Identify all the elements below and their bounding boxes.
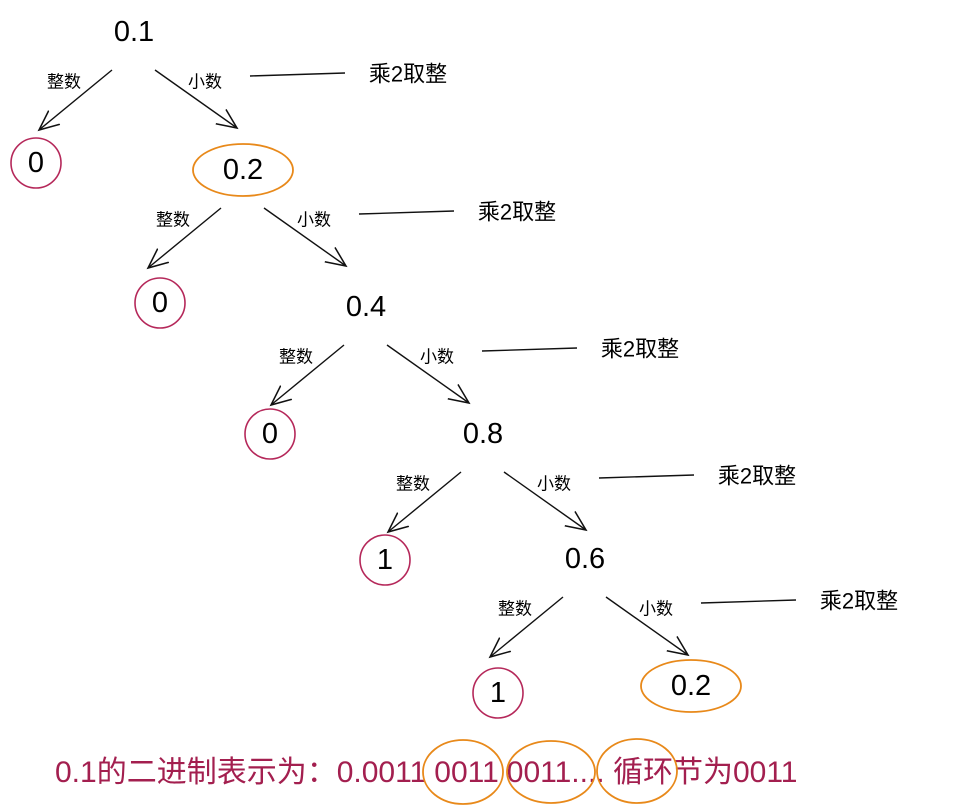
fraction-arrow (386, 344, 469, 403)
rule-label: 乘2取整 (718, 464, 796, 489)
root-node: 0.1 (114, 16, 154, 48)
integer-result: 0 (262, 418, 278, 450)
repeat-group: 0011 (362, 756, 427, 789)
integer-arrow (39, 69, 113, 130)
rule-label: 乘2取整 (820, 589, 898, 614)
integer-arrow (388, 471, 462, 532)
fraction-arrow (503, 471, 586, 530)
rule-label: 乘2取整 (601, 337, 679, 362)
conversion-step: 整数 小数 乘2取整 0 0.8 (244, 337, 679, 460)
integer-result-circle (472, 667, 524, 719)
integer-result-circle (10, 137, 62, 189)
integer-result: 1 (490, 677, 506, 709)
rule-connector (700, 599, 797, 604)
integer-arrow (271, 344, 345, 405)
fraction-arrow (263, 207, 346, 266)
integer-label: 整数 (47, 73, 81, 92)
repeat-group: 0011 (434, 756, 499, 789)
rule-connector (249, 72, 346, 77)
fraction-result: 0.2 (223, 154, 263, 186)
repeat-start-ellipse (192, 143, 294, 197)
integer-label: 整数 (498, 600, 532, 619)
integer-result: 1 (377, 544, 393, 576)
fraction-label: 小数 (420, 348, 454, 367)
summary-lead: 0. (337, 756, 362, 789)
rule-connector (598, 474, 695, 479)
integer-result-circle (134, 277, 186, 329)
fraction-label: 小数 (297, 211, 331, 230)
integer-arrow (148, 207, 222, 268)
fraction-label: 小数 (188, 73, 222, 92)
repeat-circle (596, 738, 678, 804)
integer-arrow (490, 596, 564, 657)
repeat-circle (422, 739, 504, 805)
fraction-result: 0.2 (671, 670, 711, 702)
rule-label: 乘2取整 (478, 200, 556, 225)
rule-label: 乘2取整 (369, 62, 447, 87)
integer-label: 整数 (279, 348, 313, 367)
conversion-step: 整数 小数 乘2取整 0 0.2 (10, 62, 447, 197)
summary-suffix: 循环节为0011 (605, 756, 798, 789)
integer-label: 整数 (156, 211, 190, 230)
repeat-start-ellipse (640, 659, 742, 713)
summary-prefix: 0.1的二进制表示为： (55, 756, 337, 789)
fraction-result: 0.8 (463, 418, 503, 450)
rule-connector (358, 210, 455, 215)
rule-connector (481, 347, 578, 352)
fraction-arrow (154, 69, 237, 128)
conversion-step: 整数 小数 乘2取整 1 0.6 (359, 464, 796, 586)
integer-result: 0 (152, 287, 168, 319)
fraction-arrow (605, 596, 688, 655)
conversion-step: 整数 小数 乘2取整 1 0.2 (472, 589, 898, 719)
integer-result-circle (359, 534, 411, 586)
integer-result: 0 (28, 147, 44, 179)
fraction-result: 0.4 (346, 291, 386, 323)
fraction-result: 0.6 (565, 543, 605, 575)
fraction-label: 小数 (639, 600, 673, 619)
repeat-group: 0011 (507, 756, 572, 789)
integer-label: 整数 (396, 475, 430, 494)
integer-result-circle (244, 408, 296, 460)
repeat-circle (506, 740, 596, 804)
conversion-step: 整数 小数 乘2取整 0 0.4 (134, 200, 556, 329)
fraction-label: 小数 (537, 475, 571, 494)
